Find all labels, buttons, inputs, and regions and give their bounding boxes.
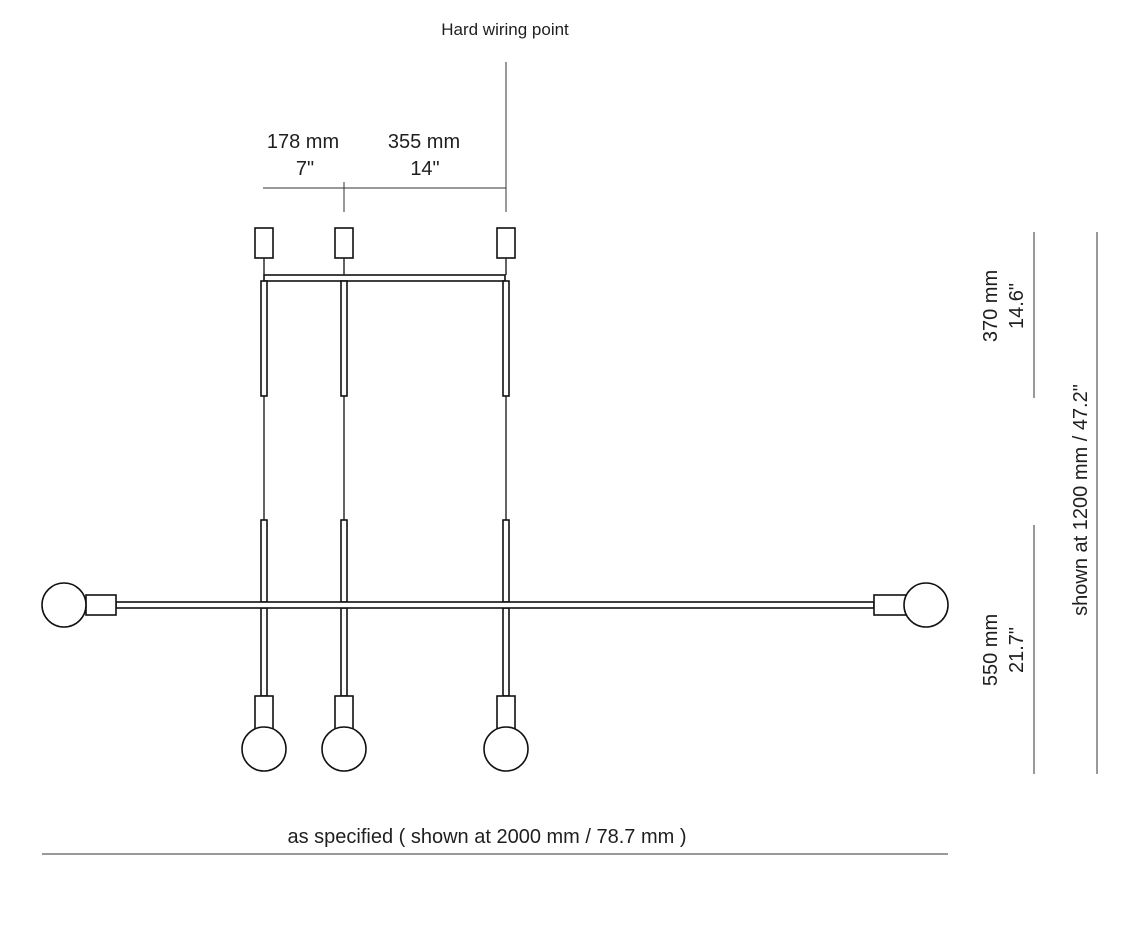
stem-left [260,258,268,697]
bulb-bottom-left [241,726,287,772]
dim-355-in: 14" [410,158,439,180]
dim-370-mm: 370 mm [980,270,1002,342]
bulb-right-side [903,582,949,628]
overall-height-label: shown at 1200 mm / 47.2" [1070,384,1092,616]
dim-178-mm: 178 mm [267,131,339,153]
dim-550-in: 21.7" [1006,627,1028,673]
hard-wiring-label: Hard wiring point [441,20,569,39]
socket-left-side [85,594,117,616]
overall-width-label: as specified ( shown at 2000 mm / 78.7 m… [287,826,686,848]
top-crossbar [263,274,506,282]
bulb-bottom-right [483,726,529,772]
stem-center [340,258,348,697]
socket-right-side [873,594,907,616]
dim-178-in: 7" [296,158,314,180]
socket-bottom-left [254,695,274,731]
canopy-center [334,227,354,259]
stem-right [502,258,510,697]
bulb-bottom-center [321,726,367,772]
bulb-left-side [41,582,87,628]
dim-370-in: 14.6" [1006,283,1028,329]
canopy-right [496,227,516,259]
dim-550-mm: 550 mm [980,614,1002,686]
dim-355-mm: 355 mm [388,131,460,153]
main-horizontal-arm [115,601,875,609]
socket-bottom-right [496,695,516,731]
canopy-left [254,227,274,259]
socket-bottom-center [334,695,354,731]
